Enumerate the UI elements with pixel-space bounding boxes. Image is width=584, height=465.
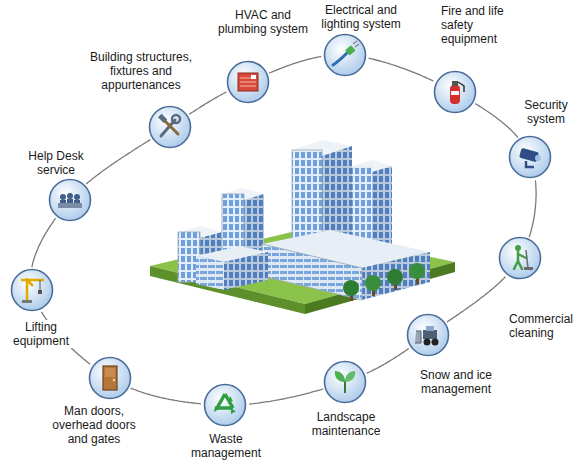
service-circle: Commercial cleaning (498, 236, 542, 280)
ring-segment (529, 180, 536, 237)
service-icon (508, 135, 552, 179)
service-label: Man doors, overhead doors and gates (46, 404, 143, 446)
service-icon (323, 33, 367, 77)
service-circle: Man doors, overhead doors and gates (88, 356, 132, 400)
service-icon (323, 360, 367, 404)
ring-segment (475, 104, 518, 138)
service-label: Help Desk service (20, 149, 92, 177)
service-label: HVAC and plumbing system (215, 8, 312, 36)
service-circle: Snow and ice management (406, 313, 450, 357)
service-icon (498, 236, 542, 280)
service-circle: Waste management (203, 383, 247, 427)
service-icon (148, 105, 192, 149)
service-icon (88, 356, 132, 400)
service-label: Snow and ice management (400, 368, 512, 396)
service-label: Waste management (189, 432, 263, 460)
service-icon (406, 313, 450, 357)
service-label: Landscape maintenance (304, 410, 388, 438)
service-label: Lifting equipment (5, 320, 77, 348)
service-label: Building structures, fixtures and appurt… (75, 50, 207, 92)
ring-segment (447, 277, 505, 322)
ring-segment (189, 92, 226, 114)
service-circle: Help Desk service (48, 178, 92, 222)
service-circle: Electrical and lighting system (323, 33, 367, 77)
service-icon (203, 383, 247, 427)
ring-segment (86, 140, 150, 184)
service-circle: Lifting equipment (10, 268, 54, 312)
service-icon (433, 70, 477, 114)
ring-segment (131, 388, 202, 404)
service-circle: HVAC and plumbing system (226, 60, 270, 104)
service-icon (226, 60, 270, 104)
ring-segment (269, 57, 321, 74)
service-label: Commercial cleaning (508, 312, 582, 340)
service-label: Electrical and lighting system (313, 3, 410, 31)
service-label: Security system (514, 98, 578, 126)
ring-segment (32, 218, 56, 267)
service-label: Fire and life safety equipment (440, 4, 527, 46)
service-circle: Security system (508, 135, 552, 179)
service-circle: Landscape maintenance (323, 360, 367, 404)
service-circle: Building structures, fixtures and appurt… (148, 105, 192, 149)
service-circle: Fire and life safety equipment (433, 70, 477, 114)
service-icon (48, 178, 92, 222)
ring-segment (369, 58, 434, 81)
service-icon (10, 268, 54, 312)
ring-segment (249, 389, 323, 404)
